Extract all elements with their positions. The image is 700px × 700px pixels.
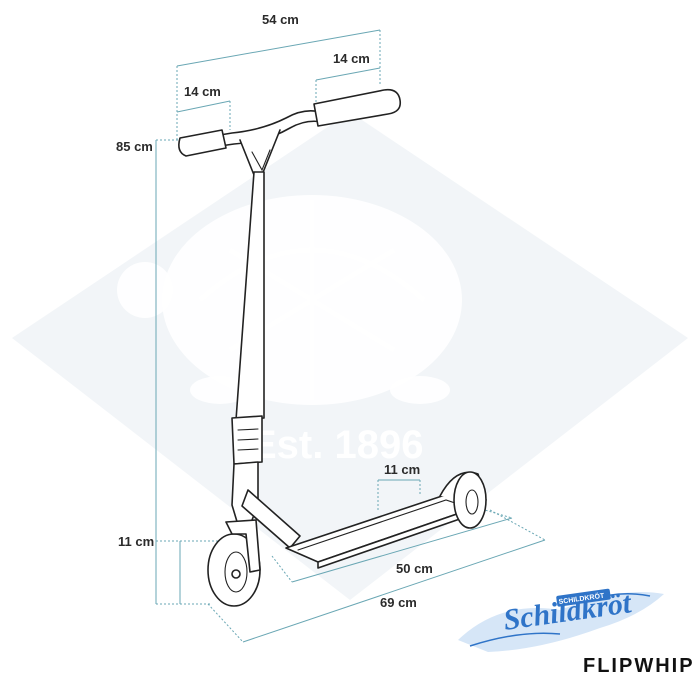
deck-length-label: 50 cm [396,561,433,576]
overall-length-ext [489,509,546,541]
right-grip [313,88,402,127]
grip-right-line [315,67,381,81]
watermark-text: Est. 1896 [250,423,423,467]
logo-badge [556,588,611,607]
watermark-turtle-leg [390,376,450,404]
height-label: 85 cm [116,139,153,154]
front-wheel-rim [224,551,248,593]
dimension-lines [155,29,546,643]
front-fork [225,519,261,573]
overall-length-line [242,539,546,643]
product-name: FLIPWHIP [583,655,695,677]
watermark-shell-pattern [198,200,426,400]
rear-wheel [453,471,487,529]
overall-width-label: 54 cm [262,12,299,27]
deck-width-label: 11 cm [384,462,420,477]
grip-left-line [176,100,231,113]
scooter-illustration [178,88,487,607]
deck-length-line [291,517,513,583]
brand-logo: Schildkröt SCHILDKRÖT [458,586,664,652]
deck-length-ext [271,555,293,583]
t-bar-cutout [251,149,271,172]
grip-left-label: 14 cm [184,84,221,99]
logo-splash [458,592,664,652]
dimension-labels: 54 cm 14 cm 14 cm 85 cm 11 cm 11 cm 50 c… [116,12,433,610]
stem [235,171,265,421]
watermark: Est. 1896 [12,112,688,600]
overall-length-ext [207,603,244,643]
left-grip [178,129,227,157]
watermark-turtle-head [117,262,173,318]
front-wheel-axle [231,569,241,579]
grip-right-label: 14 cm [333,51,370,66]
rear-wheel-hub [465,489,479,515]
overall-length-label: 69 cm [380,595,417,610]
wheel-height-label: 11 cm [118,534,154,549]
watermark-turtle-leg [190,376,250,404]
clamp-bolts [237,428,259,451]
overall-width-line [176,29,381,67]
